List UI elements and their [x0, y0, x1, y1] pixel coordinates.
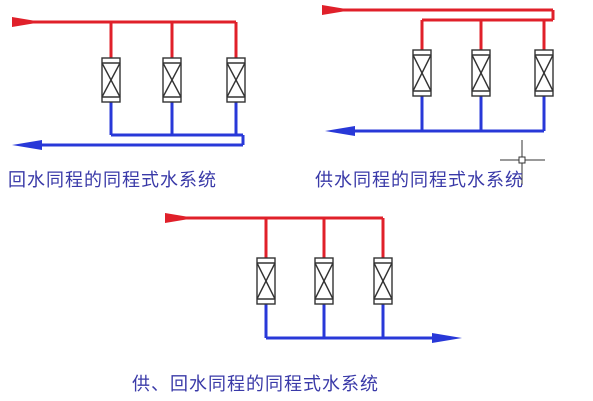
return-flow-arrow — [325, 126, 355, 136]
diagram-caption-supply-return-same-path: 供、回水同程的同程式水系统 — [132, 374, 379, 395]
terminal-unit — [412, 49, 432, 97]
supply-flow-arrow — [12, 17, 42, 27]
supply-pipe — [12, 20, 238, 58]
terminal-unit — [314, 257, 334, 305]
supply-flow-arrow — [165, 213, 195, 223]
terminal-unit — [471, 49, 491, 97]
return-pipe — [264, 304, 440, 340]
terminal-unit — [226, 57, 246, 103]
terminal-unit — [101, 57, 121, 103]
diagram-caption-supply-same-path: 供水同程的同程式水系统 — [315, 170, 524, 191]
diagram-supply-same-path — [322, 5, 555, 136]
supply-flow-arrow — [322, 5, 352, 15]
diagram-caption-return-same-path: 回水同程的同程式水系统 — [8, 170, 217, 191]
crosshair-cursor-icon — [500, 140, 545, 185]
return-pipe — [30, 102, 245, 147]
return-flow-arrow — [12, 140, 42, 150]
supply-pipe — [165, 216, 385, 258]
diagram-return-same-path — [12, 17, 246, 150]
terminal-unit — [162, 57, 182, 103]
return-pipe — [345, 96, 546, 133]
diagram-supply-return-same-path — [165, 213, 462, 343]
return-flow-arrow — [432, 333, 462, 343]
terminal-unit — [373, 257, 393, 305]
terminal-unit — [256, 257, 276, 305]
terminal-unit — [534, 49, 554, 97]
supply-pipe — [325, 8, 555, 50]
